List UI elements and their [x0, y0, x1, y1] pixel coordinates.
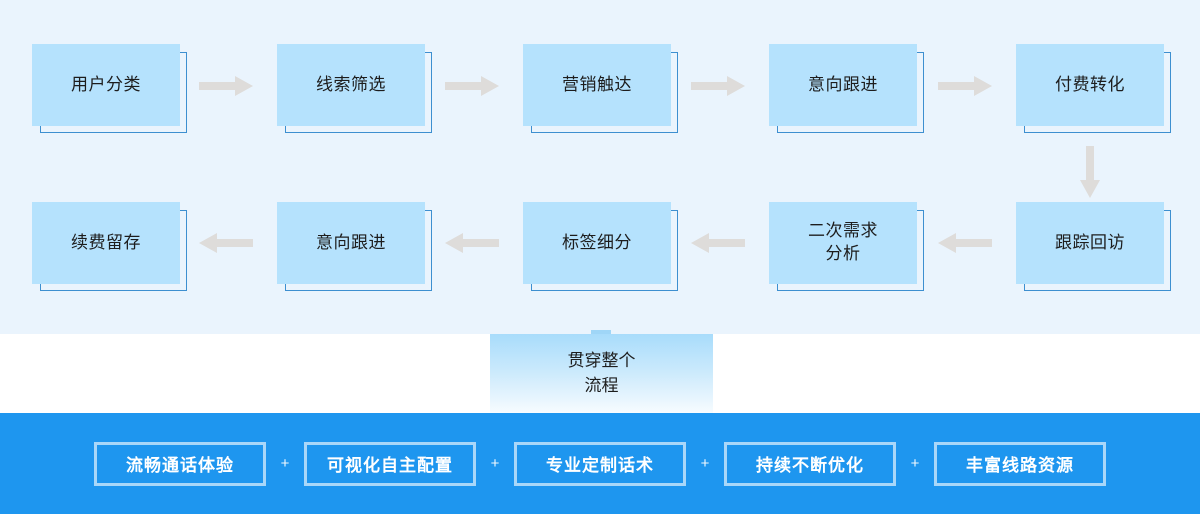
process-node-row1-1[interactable]: 用户分类 [32, 44, 187, 133]
arrow-left-icon [938, 233, 992, 253]
node-label: 跟踪回访 [1016, 202, 1164, 284]
feature-pill-1[interactable]: 流畅通话体验 [94, 441, 266, 486]
arrow-left-icon [199, 233, 253, 253]
process-node-row1-3[interactable]: 营销触达 [523, 44, 678, 133]
node-label: 二次需求 分析 [769, 202, 917, 284]
process-node-row1-4[interactable]: 意向跟进 [769, 44, 924, 133]
center-box-label: 贯穿整个 流程 [567, 350, 636, 395]
arrow-left-icon [691, 233, 745, 253]
node-label: 意向跟进 [769, 44, 917, 126]
node-label: 标签细分 [523, 202, 671, 284]
feature-pill-5[interactable]: 丰富线路资源 [934, 441, 1106, 486]
arrow-right-icon [938, 76, 992, 96]
process-node-row2-5[interactable]: 跟踪回访 [1016, 202, 1171, 291]
process-node-row2-4[interactable]: 二次需求 分析 [769, 202, 924, 291]
feature-pill-label: 丰富线路资源 [966, 456, 1074, 475]
plus-separator: + [280, 455, 290, 472]
center-box-tab [591, 330, 611, 335]
arrow-down-icon [1080, 146, 1100, 198]
feature-pill-3[interactable]: 专业定制话术 [514, 441, 686, 486]
arrow-right-icon [199, 76, 253, 96]
node-label: 续费留存 [32, 202, 180, 284]
node-label: 用户分类 [32, 44, 180, 126]
process-node-row2-2[interactable]: 意向跟进 [277, 202, 432, 291]
process-node-row1-5[interactable]: 付费转化 [1016, 44, 1171, 133]
feature-pill-label: 流畅通话体验 [126, 456, 234, 475]
arrow-right-icon [445, 76, 499, 96]
feature-pill-4[interactable]: 持续不断优化 [724, 441, 896, 486]
plus-separator: + [910, 455, 920, 472]
arrow-right-icon [691, 76, 745, 96]
feature-bar-background [0, 413, 1200, 514]
node-label: 付费转化 [1016, 44, 1164, 126]
feature-pill-label: 持续不断优化 [756, 456, 864, 475]
feature-pill-label: 专业定制话术 [546, 456, 654, 475]
feature-pill-2[interactable]: 可视化自主配置 [304, 441, 476, 486]
feature-pill-label: 可视化自主配置 [327, 456, 453, 475]
node-label: 营销触达 [523, 44, 671, 126]
node-label: 意向跟进 [277, 202, 425, 284]
node-label: 线索筛选 [277, 44, 425, 126]
center-box[interactable]: 贯穿整个 流程 [490, 334, 713, 413]
process-node-row2-3[interactable]: 标签细分 [523, 202, 678, 291]
feature-bar: 流畅通话体验 + 可视化自主配置 + 专业定制话术 + 持续不断优化 + 丰富线… [0, 413, 1200, 514]
arrow-left-icon [445, 233, 499, 253]
process-node-row1-2[interactable]: 线索筛选 [277, 44, 432, 133]
plus-separator: + [700, 455, 710, 472]
process-node-row2-1[interactable]: 续费留存 [32, 202, 187, 291]
plus-separator: + [490, 455, 500, 472]
